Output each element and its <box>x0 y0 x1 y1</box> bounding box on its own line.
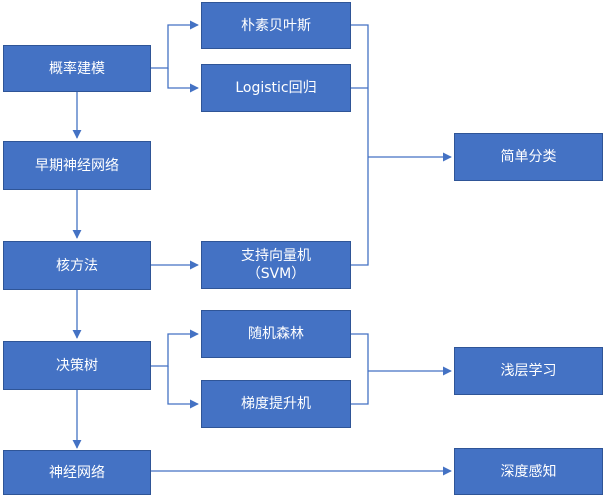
node-neural-net: 神经网络 <box>3 450 151 495</box>
node-random-forest: 随机森林 <box>201 310 351 358</box>
node-deep: 深度感知 <box>454 448 603 495</box>
node-kernel: 核方法 <box>3 241 151 290</box>
node-naive-bayes: 朴素贝叶斯 <box>201 2 351 49</box>
node-logistic: Logistic回归 <box>201 64 351 112</box>
node-prob-model: 概率建模 <box>3 45 151 92</box>
node-naive-bayes-label: 朴素贝叶斯 <box>241 17 311 34</box>
node-decision-tree: 决策树 <box>3 341 151 390</box>
node-decision-tree-label: 决策树 <box>56 357 98 374</box>
node-early-nn: 早期神经网络 <box>3 141 151 190</box>
connector-prob-to-logistic <box>167 68 199 93</box>
node-svm-sublabel: （SVM） <box>246 266 306 282</box>
node-simple-cls-label: 简单分类 <box>500 149 557 165</box>
node-gbm-label: 梯度提升机 <box>241 396 311 412</box>
node-svm-label: 支持向量机 <box>241 248 311 264</box>
node-shallow-label: 浅层学习 <box>500 363 557 379</box>
node-prob-model-label: 概率建模 <box>49 60 105 77</box>
node-kernel-label: 核方法 <box>56 257 98 274</box>
node-shallow: 浅层学习 <box>454 347 603 395</box>
node-random-forest-label: 随机森林 <box>248 326 304 342</box>
node-neural-net-label: 神经网络 <box>49 464 105 481</box>
node-svm: 支持向量机 （SVM） <box>201 241 351 289</box>
node-logistic-label: Logistic回归 <box>235 80 317 96</box>
connector-tree-to-gbm <box>167 366 199 409</box>
connector-tree-to-random-forest <box>151 329 199 367</box>
connector-random-forest-merge <box>351 333 369 405</box>
node-gbm: 梯度提升机 <box>201 380 351 428</box>
connector-prob-to-naive-bayes <box>151 20 199 69</box>
node-deep-label: 深度感知 <box>500 463 557 480</box>
node-early-nn-label: 早期神经网络 <box>35 157 119 174</box>
node-simple-cls: 简单分类 <box>454 133 603 181</box>
connector-naive-bayes-merge <box>351 24 369 266</box>
